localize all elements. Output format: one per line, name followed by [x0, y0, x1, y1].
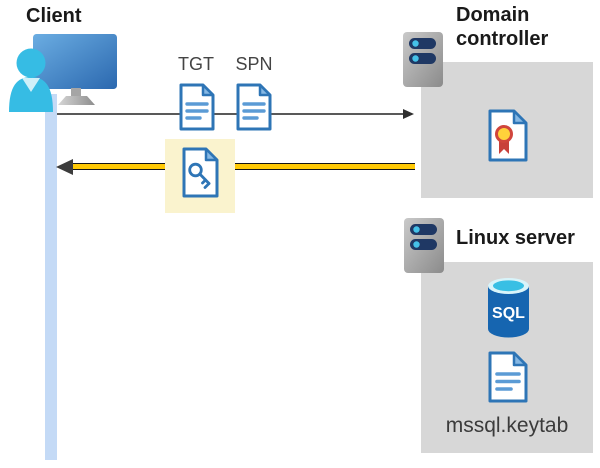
sql-icon-text: SQL: [492, 305, 525, 322]
domain-controller-label: Domain controller: [456, 4, 549, 50]
key-document-icon: [182, 147, 219, 198]
client-timeline-bar: [45, 94, 57, 460]
sql-database-icon: SQL: [488, 278, 529, 338]
response-arrow-head: [56, 158, 73, 175]
tgt-label: TGT: [178, 54, 214, 74]
response-arrow-line: [71, 163, 415, 170]
linux-server-label: Linux server: [456, 227, 575, 249]
linux-server-server-icon: [404, 218, 444, 273]
user-workstation-icon: [9, 34, 117, 112]
certificate-icon: [488, 109, 528, 162]
keytab-label: mssql.keytab: [445, 414, 569, 437]
spn-document-icon: [236, 83, 272, 131]
spn-label: SPN: [235, 54, 273, 74]
domain-controller-server-icon: [403, 32, 443, 87]
tgt-document-icon: [179, 83, 215, 131]
client-label: Client: [26, 5, 82, 27]
request-arrow-line: [57, 113, 403, 115]
keytab-document-icon: [488, 351, 528, 403]
request-arrow-head: [403, 108, 414, 119]
